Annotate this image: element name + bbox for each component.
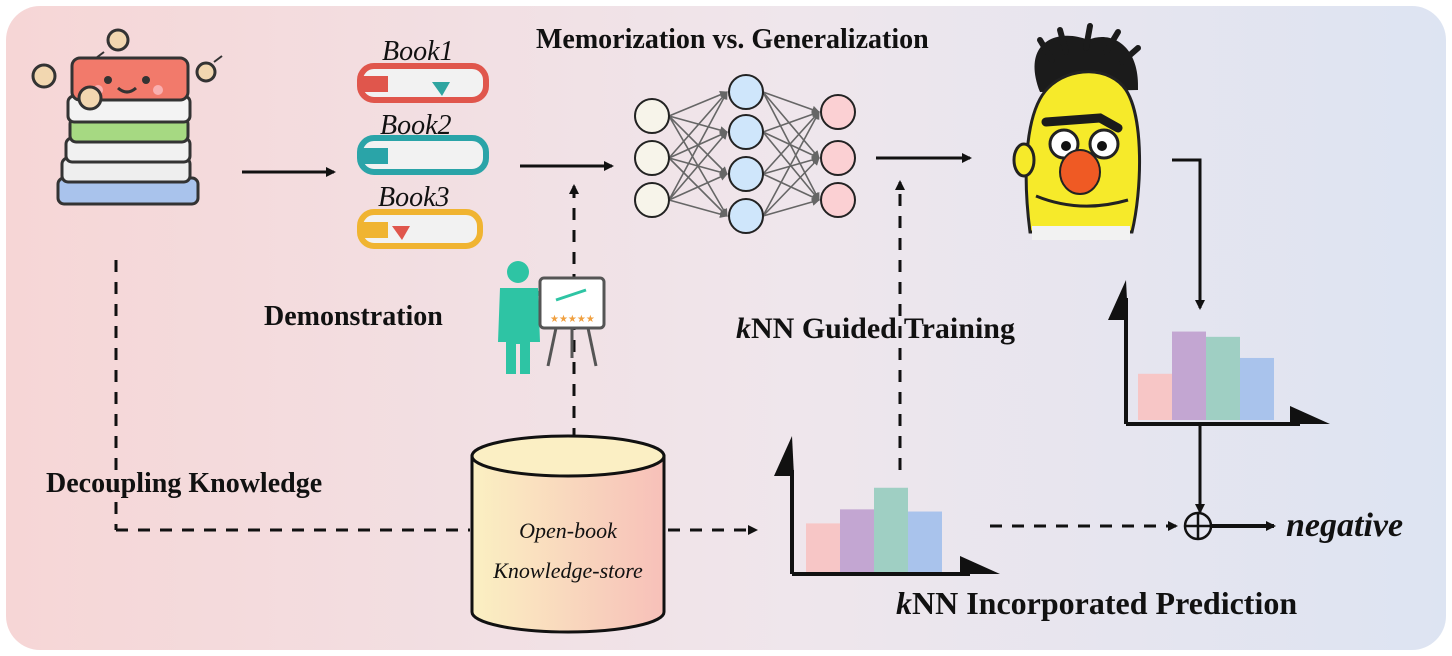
network-edge [762,91,820,159]
input-node [634,98,670,134]
network-edge [668,131,728,201]
knn-histogram [774,436,1000,576]
network-edge [668,91,728,159]
prediction-histogram-bar-3 [1206,336,1240,420]
knn-histogram-bar-1 [806,523,840,572]
network-edge [668,90,728,117]
hidden-node [728,74,764,110]
book2-icon [357,135,489,175]
presenter-icon: ★★★★★ [498,261,606,374]
network-edges [668,90,820,218]
book2-label: Book2 [380,110,452,141]
knn-prediction-label: kNN Incorporated Prediction [896,585,1297,621]
network-edge [762,91,820,201]
network-edge [762,91,820,114]
knowledge-store-label-line1: Open-book [519,518,618,543]
book3-icon [357,209,483,249]
network-edge [762,156,820,175]
book3-label: Book3 [378,182,450,213]
knn-training-label: kNN Guided Training [736,312,1015,345]
prediction-histogram-bar-2 [1172,331,1206,420]
knn-prediction-rest: NN Incorporated Prediction [912,585,1297,621]
book1-icon [357,63,489,103]
demonstration-label: Demonstration [264,301,443,332]
background-panel [6,6,1446,650]
network-edge [762,157,820,217]
book1-label: Book1 [382,36,454,67]
prediction-histogram-bar-4 [1240,357,1274,420]
knn-prediction-k: k [896,585,912,621]
prediction-histogram-bar-1 [1138,373,1172,420]
network-edge [762,198,820,217]
knn-histogram-bar-4 [908,511,942,572]
output-label: negative [1286,507,1403,544]
network-edge [762,131,820,159]
knn-histogram-bar-2 [840,509,874,572]
book-stack-icon [31,28,223,206]
svg-text:★★★★★: ★★★★★ [550,314,595,325]
network-edge [668,173,728,201]
combine-plus-icon [1183,511,1213,541]
hidden-node [728,114,764,150]
decoupling-label: Decoupling Knowledge [46,468,322,499]
hidden-node [728,156,764,192]
knowledge-store-cylinder [470,434,666,634]
knn-training-k: k [736,312,751,345]
hidden-node [728,198,764,234]
network-edge [668,91,728,201]
output-node [820,94,856,130]
character-face-icon [1012,23,1142,240]
arrow-character-to-histogram [1172,158,1205,310]
output-node [820,182,856,218]
input-node [634,140,670,176]
network-edge [762,110,820,133]
model-prediction-histogram [1108,280,1330,426]
input-node [634,182,670,218]
neural-network-icon [634,74,856,234]
knn-histogram-bar-3 [874,487,908,572]
network-edge [668,199,728,218]
knowledge-store-label-line2: Knowledge-store [492,558,643,583]
network-edge [762,111,820,175]
network-edge [762,111,820,217]
knn-training-rest: NN Guided Training [751,312,1015,345]
diagram-title: Memorization vs. Generalization [536,24,929,55]
output-node [820,140,856,176]
